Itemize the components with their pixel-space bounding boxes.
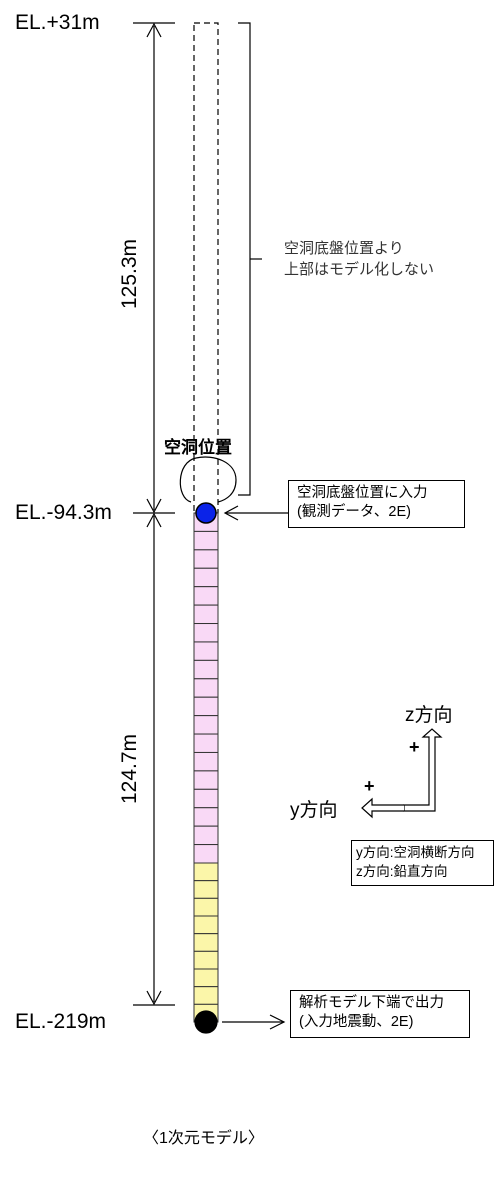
input-box-line2: (観測データ、2E) [297,504,411,520]
upper-soil-element [193,623,219,643]
y-plus-sign: + [364,776,375,796]
elevation-top-label: EL.+31m [15,11,100,34]
upper-dim-arrow-top [146,22,162,38]
upper-soil-element [193,751,219,772]
elevation-middle-label: EL.-94.3m [15,501,112,524]
input-box-line1: 空洞底盤位置に入力 [297,485,428,501]
upper-soil-element [193,770,219,790]
elevation-bottom-label: EL.-219m [15,1010,107,1033]
upper-soil-element [193,549,219,569]
upper-soil-element [193,844,219,864]
y-direction-arrow [361,797,404,819]
output-node [194,1010,218,1034]
legend-line1: y方向:空洞横断方向 [356,845,475,860]
upper-soil-element [193,696,219,717]
z-direction-arrow [403,728,443,812]
input-box: 空洞底盤位置に入力 (観測データ、2E) [288,480,465,528]
upper-soil-element [193,641,219,661]
input-arrow-head [223,505,239,521]
upper-dimension-label: 125.3m [118,238,141,310]
z-plus-sign: + [409,737,420,757]
upper-soil-element [193,807,219,827]
upper-soil-element [193,530,219,551]
lower-soil-element [193,986,219,1005]
lower-soil-element [193,950,219,970]
upper-soil-element [193,659,219,680]
upper-soil-element [193,586,219,606]
lower-soil-element [193,915,219,935]
y-direction-label: y方向 [290,800,338,821]
upper-soil-element [193,604,219,625]
legend-line2: z方向:鉛直方向 [356,864,448,879]
unmodeled-note-line2: 上部はモデル化しない [284,261,435,278]
upper-soil-element [193,567,219,588]
output-box-line1: 解析モデル下端で出力 [299,995,444,1011]
unmodeled-note: 空洞底盤位置より 上部はモデル化しない [284,238,434,280]
lower-dim-arrow-bottom [146,990,162,1006]
output-box: 解析モデル下端で出力 (入力地震動、2E) [290,990,470,1038]
cavity-label: 空洞位置 [164,438,232,457]
lower-soil-layers [193,862,219,1023]
input-node [195,502,217,524]
upper-soil-element [193,733,219,753]
lower-soil-element [193,862,219,882]
diagram-caption: 〈1次元モデル〉 [143,1130,264,1147]
upper-soil-element [193,678,219,698]
lower-dim-arrow-top [146,512,162,528]
output-box-line2: (入力地震動、2E) [299,1014,414,1030]
lower-soil-element [193,880,219,899]
lower-dimension-label: 124.7m [118,733,141,805]
z-direction-label: z方向 [405,705,453,726]
upper-soil-element [193,825,219,846]
direction-legend-box: y方向:空洞横断方向 z方向:鉛直方向 [351,840,494,886]
lower-soil-element [193,897,219,917]
cavity-loop [179,456,237,503]
unmodeled-brace [238,22,251,496]
upper-soil-element [193,788,219,809]
upper-soil-layers [193,512,219,864]
upper-dim-arrow-bottom [146,498,162,514]
upper-soil-element [193,715,219,735]
unmodeled-note-line1: 空洞底盤位置より [284,240,404,257]
lower-soil-element [193,968,219,988]
output-arrow-head [269,1014,286,1030]
lower-soil-element [193,933,219,952]
